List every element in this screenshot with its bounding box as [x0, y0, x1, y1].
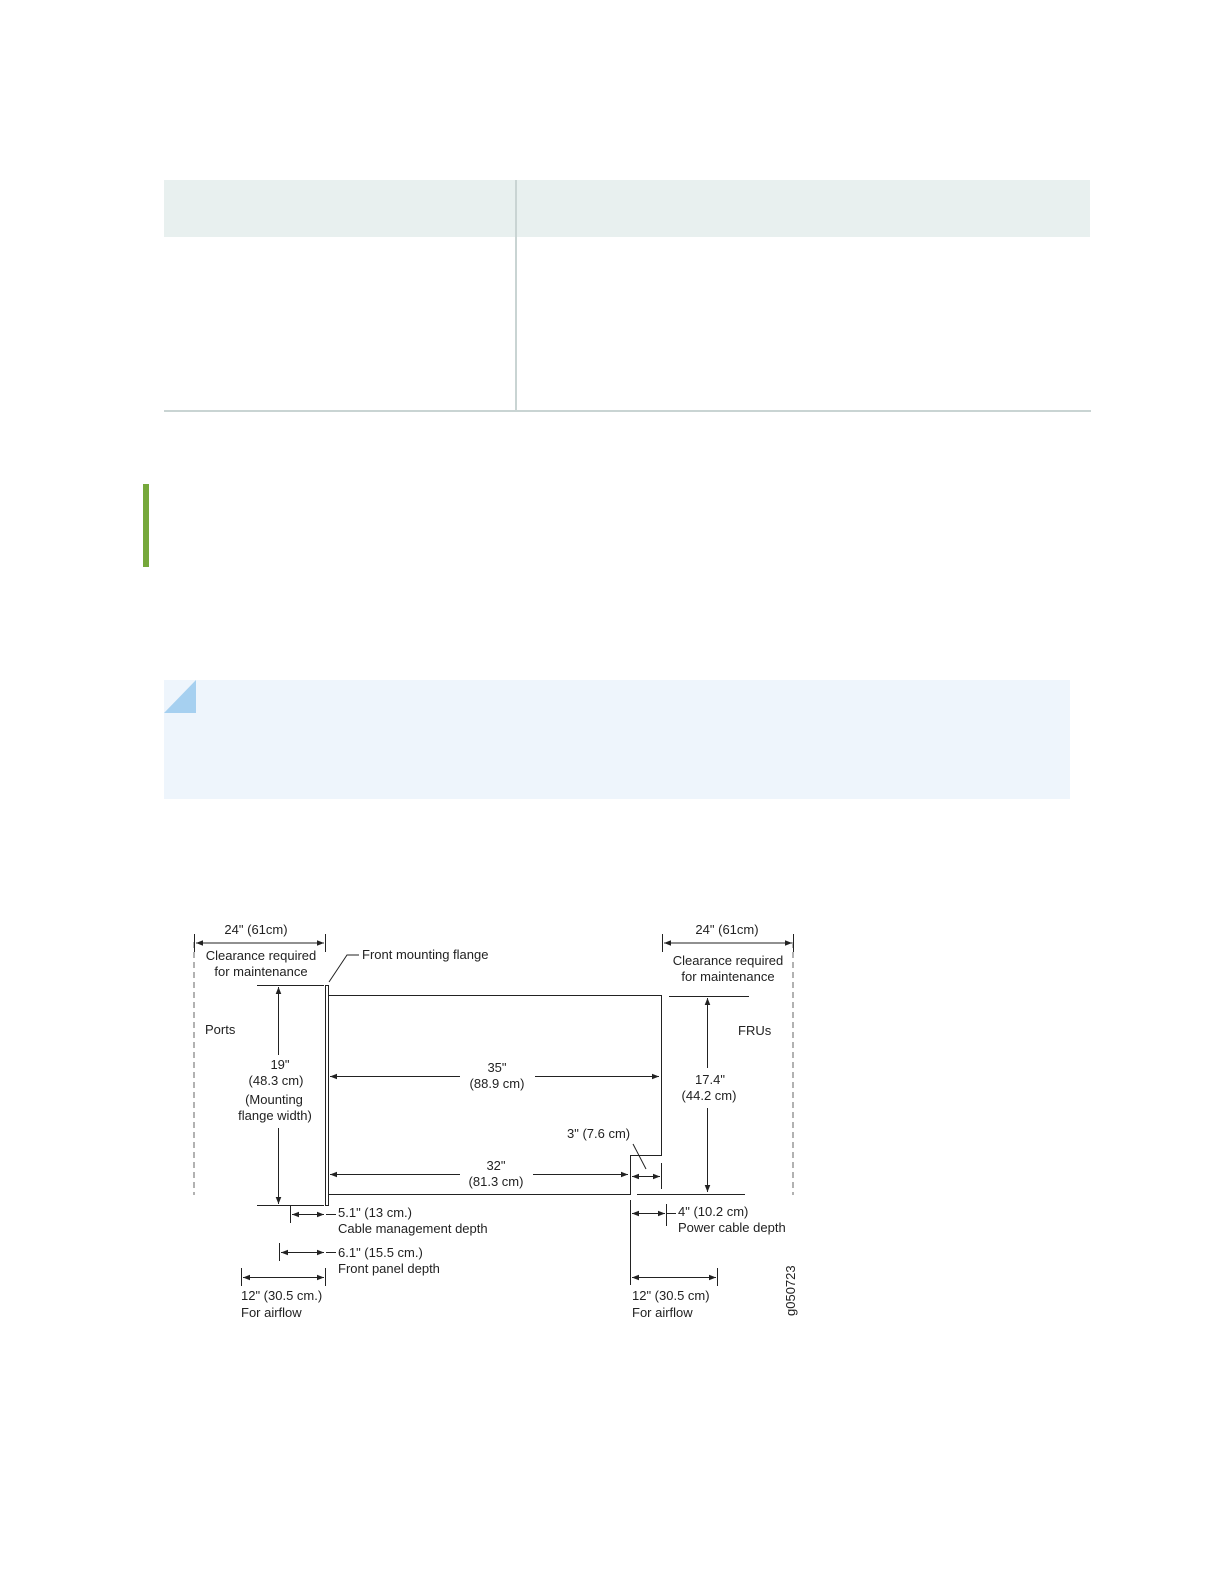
airflow-right-label: For airflow	[632, 1305, 693, 1320]
ports-label: Ports	[205, 1022, 236, 1037]
front-mounting-flange-shape	[325, 985, 329, 1206]
depth-32-cm: (81.3 cm)	[469, 1174, 524, 1189]
airflow-right-value: 12" (30.5 cm)	[632, 1288, 710, 1303]
depth-35-inches: 35"	[487, 1060, 506, 1075]
right-clearance-dimension: 24" (61cm)	[695, 922, 758, 937]
right-clearance-label-line2: for maintenance	[681, 969, 774, 984]
airflow-left-value: 12" (30.5 cm.)	[241, 1288, 322, 1303]
note-box	[164, 680, 1070, 799]
front-mounting-flange-label: Front mounting flange	[362, 947, 488, 962]
flange-height-note1: (Mounting	[245, 1092, 303, 1107]
height-17-cm: (44.2 cm)	[682, 1088, 737, 1103]
height-17-inches: 17.4"	[695, 1072, 725, 1087]
cable-management-value: 5.1" (13 cm.)	[338, 1205, 412, 1220]
flange-height-cm: (48.3 cm)	[249, 1073, 304, 1088]
power-cable-value: 4" (10.2 cm)	[678, 1204, 748, 1219]
flange-height-inches: 19"	[270, 1057, 289, 1072]
clearance-diagram: 24" (61cm) Clearance required for mainte…	[193, 922, 798, 1320]
section-heading-bar	[143, 484, 149, 567]
airflow-left-label: For airflow	[241, 1305, 302, 1320]
right-clearance-label-line1: Clearance required	[673, 953, 784, 968]
depth-32-inches: 32"	[486, 1158, 505, 1173]
table-column-divider	[515, 180, 517, 411]
step-3-leader	[632, 1143, 647, 1170]
flange-leader-line	[328, 954, 359, 983]
flange-height-note2: flange width)	[238, 1108, 312, 1123]
step-3-label: 3" (7.6 cm)	[567, 1126, 630, 1141]
front-panel-label: Front panel depth	[338, 1261, 440, 1276]
left-clearance-label-line1: Clearance required	[206, 948, 317, 963]
left-clearance-label-line2: for maintenance	[214, 964, 307, 979]
note-corner-icon	[164, 680, 196, 713]
front-panel-value: 6.1" (15.5 cm.)	[338, 1245, 423, 1260]
figure-id: g050723	[783, 1265, 798, 1316]
depth-35-cm: (88.9 cm)	[470, 1076, 525, 1091]
power-cable-label: Power cable depth	[678, 1220, 786, 1235]
frus-label: FRUs	[738, 1023, 772, 1038]
table-bottom-rule	[164, 410, 1091, 412]
table-header-row	[164, 180, 1090, 237]
left-clearance-dimension: 24" (61cm)	[224, 922, 287, 937]
cable-management-label: Cable management depth	[338, 1221, 488, 1236]
chassis-outline	[328, 995, 662, 1195]
